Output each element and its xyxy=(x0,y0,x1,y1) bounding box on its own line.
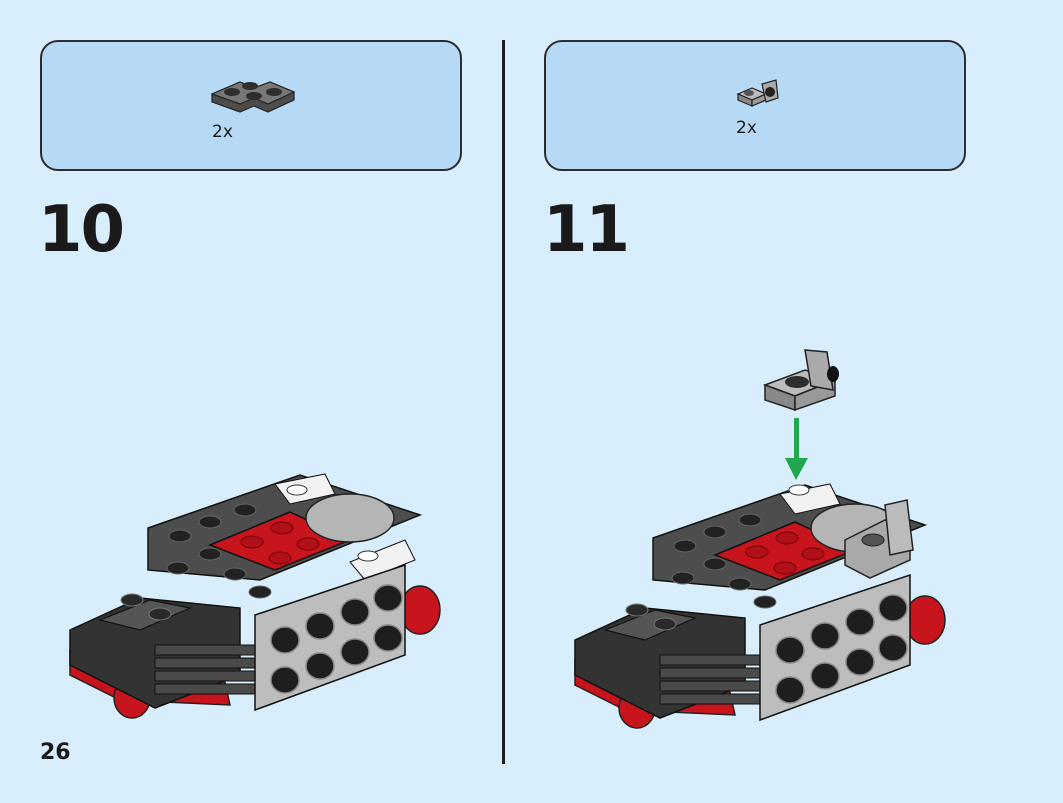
part-quantity: 2x xyxy=(736,118,757,138)
bracket-icon xyxy=(736,79,779,107)
parts-callout-step-10: 2x xyxy=(40,40,462,171)
placement-arrow-icon xyxy=(785,418,808,480)
page-number: 26 xyxy=(40,740,71,765)
round-tile xyxy=(305,493,395,543)
wheel xyxy=(399,585,441,635)
parts-callout-step-11: 2x xyxy=(544,40,966,171)
page-divider xyxy=(502,40,505,764)
step-number: 11 xyxy=(543,193,630,267)
bracket-part xyxy=(762,349,839,412)
step-number: 10 xyxy=(38,193,125,267)
model-illustration-step-11 xyxy=(574,349,946,729)
corner-plate-icon xyxy=(210,81,296,113)
part-quantity: 2x xyxy=(212,122,233,142)
model-illustration-step-10 xyxy=(69,473,441,719)
